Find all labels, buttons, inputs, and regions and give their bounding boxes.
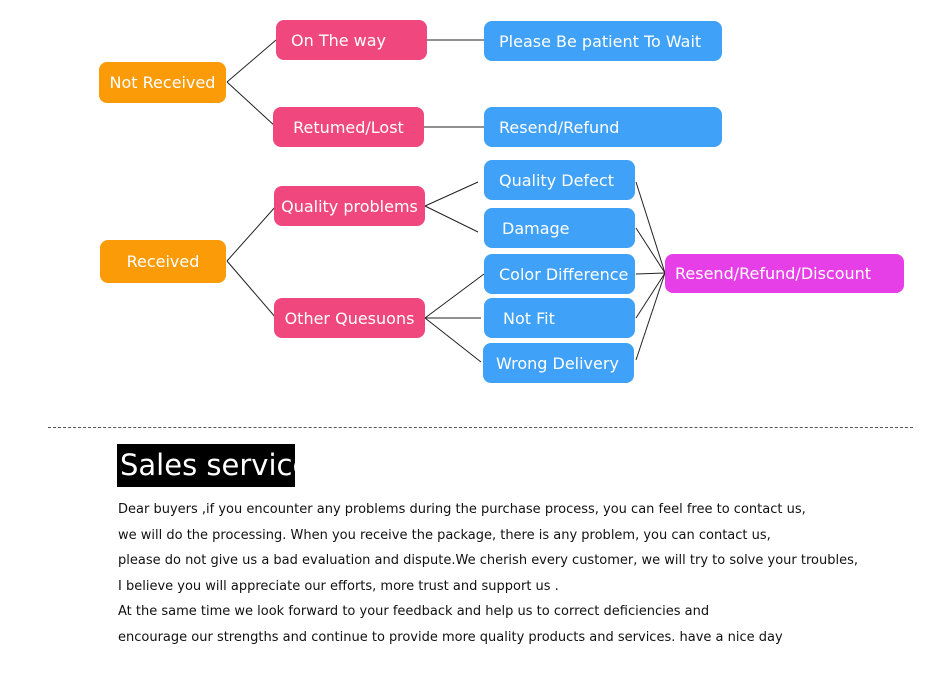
connector-line xyxy=(635,272,666,275)
paragraph-line: please do not give us a bad evaluation a… xyxy=(118,553,858,568)
connector-line xyxy=(424,205,479,233)
sales-service-heading: Sales service: xyxy=(117,444,320,487)
connector-line xyxy=(635,272,666,319)
connector-line xyxy=(226,39,277,83)
node-not-fit: Not Fit xyxy=(484,298,635,338)
dashed-divider xyxy=(48,427,913,428)
node-other-questions: Other Quesuons xyxy=(274,298,425,338)
paragraph-line: I believe you will appreciate our effort… xyxy=(118,578,559,594)
sales-service-text: Dear buyers ,if you encounter any proble… xyxy=(118,501,858,654)
connector-line xyxy=(226,260,277,319)
connector-line xyxy=(424,273,485,319)
node-on-the-way-label: On The way xyxy=(291,30,387,50)
connector-line xyxy=(424,181,479,207)
paragraph-line: At the same time we look forward to your… xyxy=(118,604,710,619)
node-resend-refund-discount: Resend/Refund/Discount xyxy=(665,254,904,293)
connector-line xyxy=(635,227,666,274)
node-damage: Damage xyxy=(484,208,635,248)
connector-line xyxy=(635,181,666,274)
node-quality-defect: Quality Defect xyxy=(484,160,635,200)
node-returned-lost: Retumed/Lost xyxy=(273,107,424,147)
paragraph-line: Dear buyers ,if you encounter any proble… xyxy=(118,502,806,517)
connector-line xyxy=(424,317,482,363)
paragraph-line: we will do the processing. When you rece… xyxy=(118,527,771,543)
node-received: Received xyxy=(100,240,226,283)
connector-line xyxy=(226,81,277,128)
node-on-the-way: On The way xyxy=(276,20,427,60)
node-quality-problems: Quality problems xyxy=(274,186,425,226)
node-please-wait: Please Be patient To Wait xyxy=(484,21,722,61)
paragraph-line: encourage our strengths and continue to … xyxy=(118,629,783,645)
connector-line xyxy=(635,272,666,361)
node-resend-refund: Resend/Refund xyxy=(484,107,722,147)
node-not-received: Not Received xyxy=(99,62,226,103)
node-color-difference: Color Difference xyxy=(484,254,635,294)
connector-line xyxy=(226,205,277,262)
node-wrong-delivery: Wrong Delivery xyxy=(483,343,634,383)
